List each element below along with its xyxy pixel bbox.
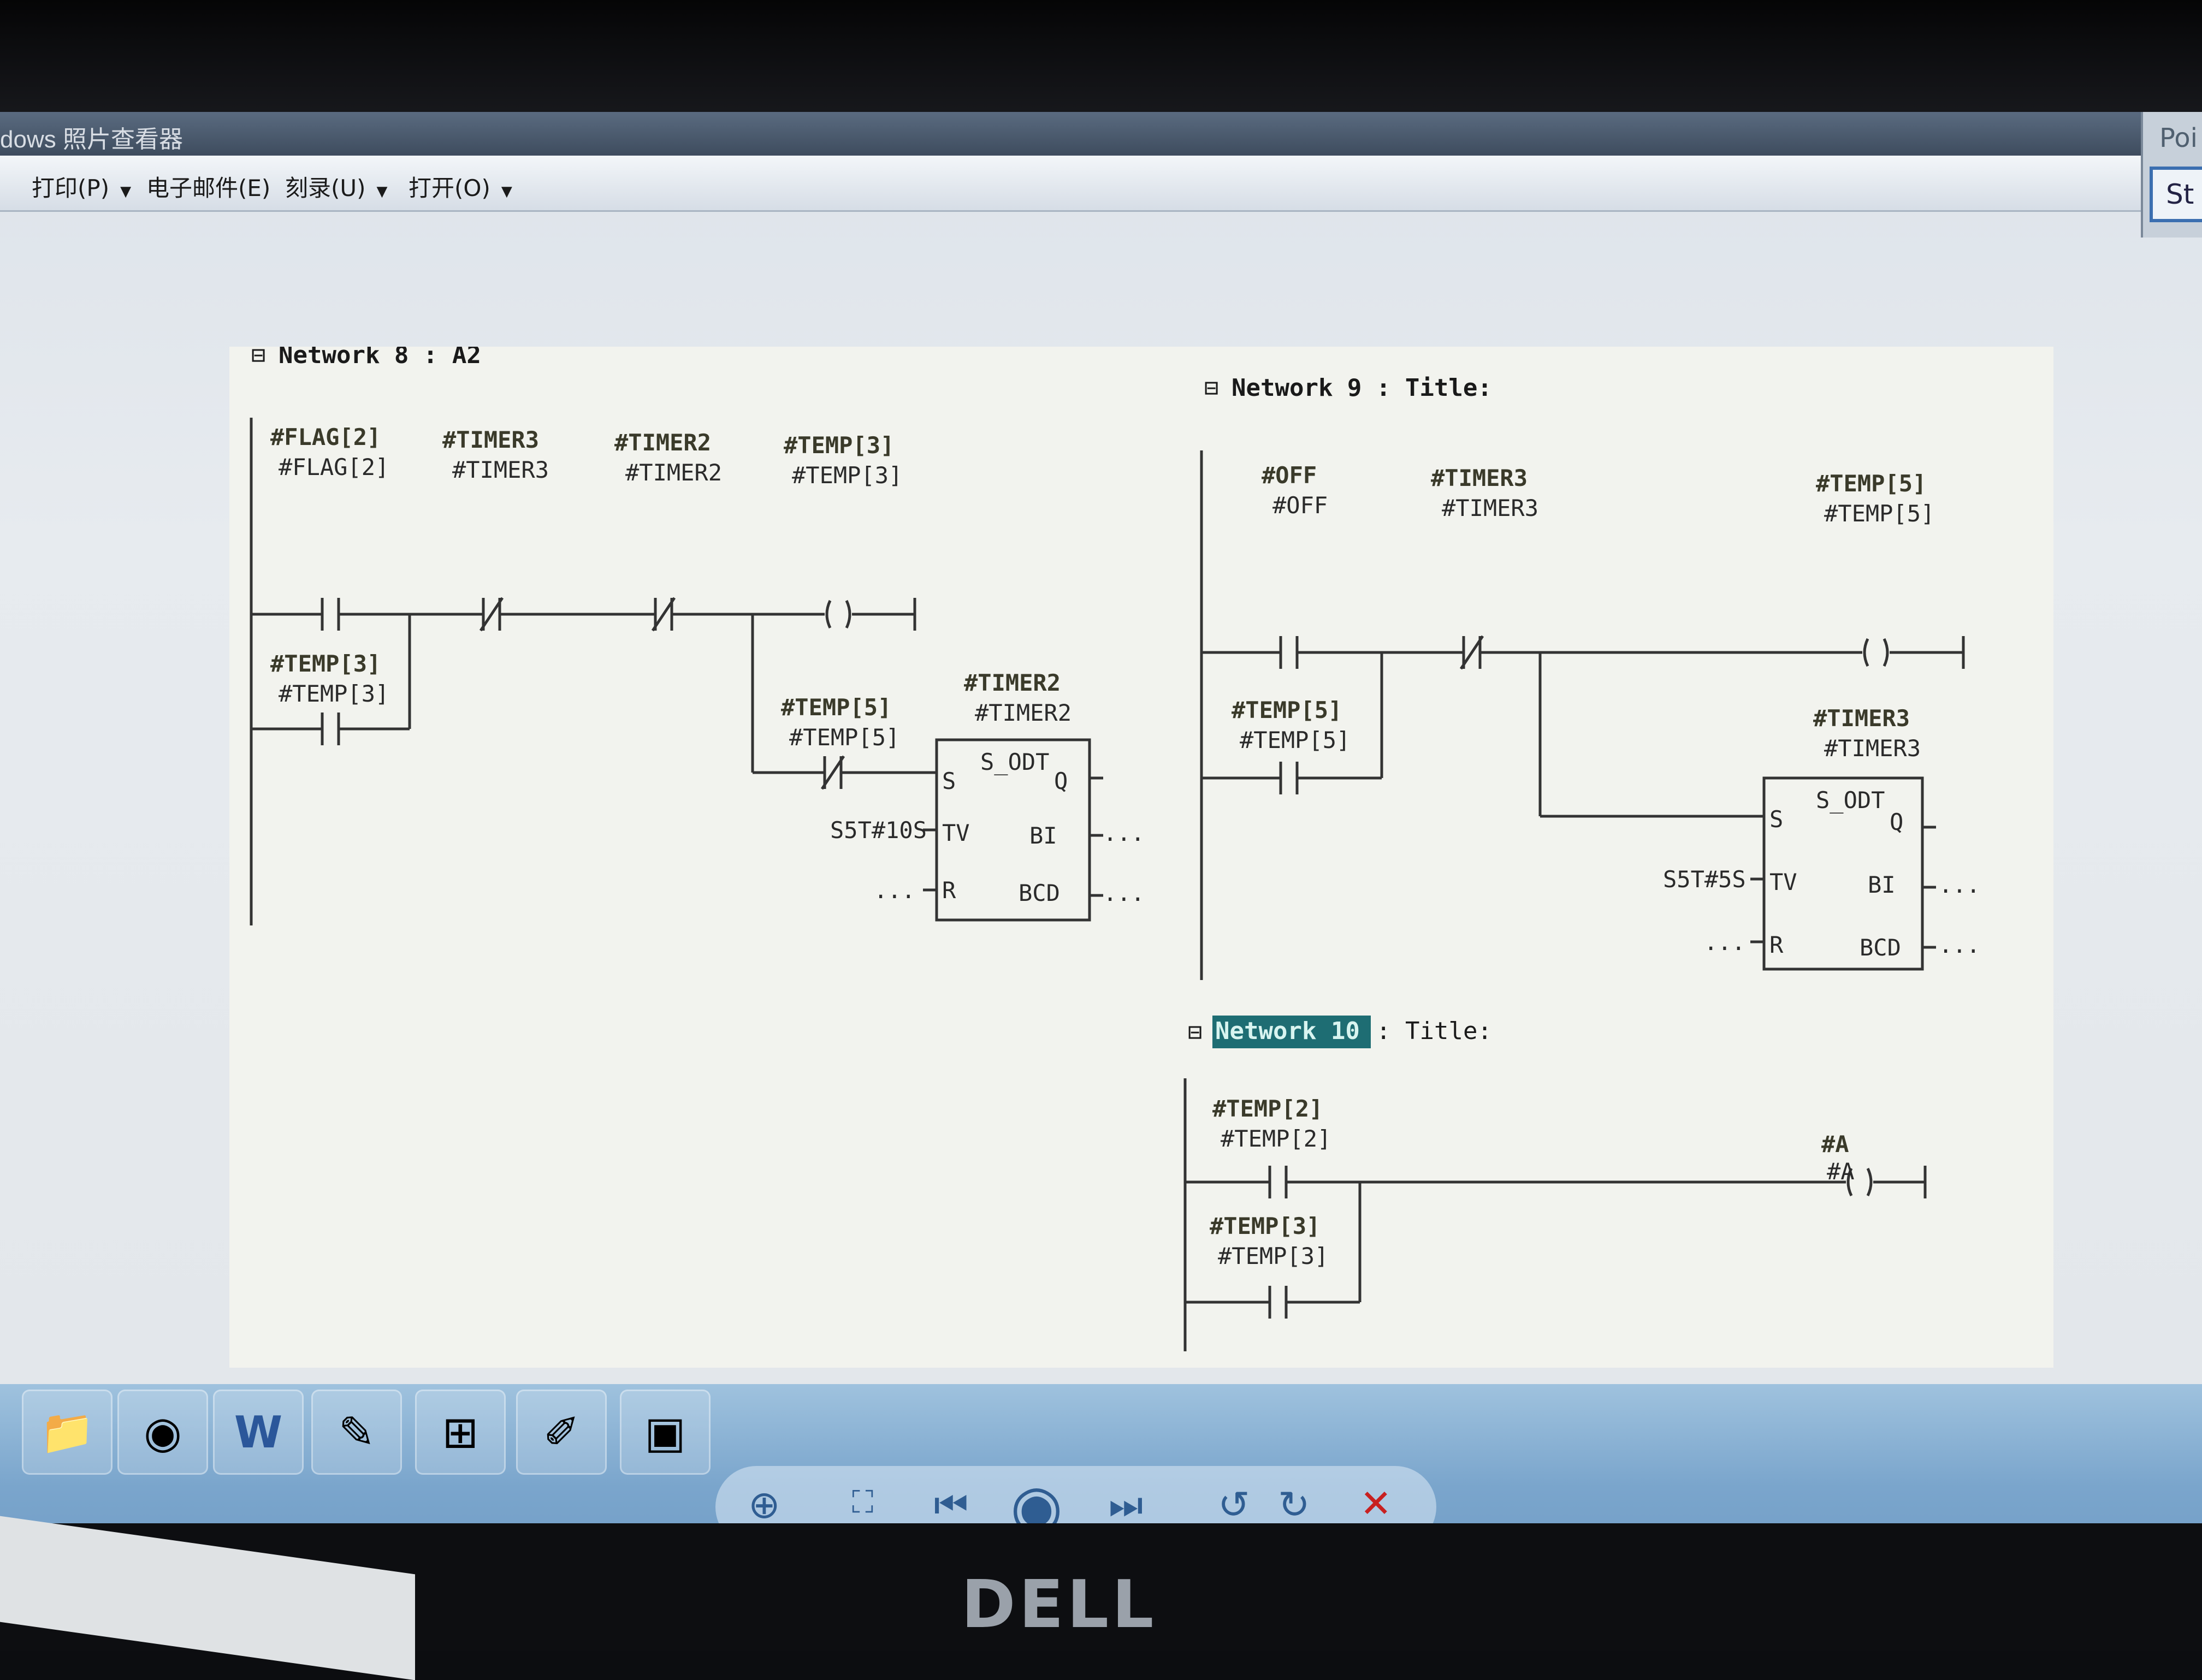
slideshow-icon[interactable]: ◉ xyxy=(1010,1471,1063,1531)
window-title: dows 照片查看器 xyxy=(0,126,183,153)
ladder-diagram-image: ⊟ Network 8 : A2 ⊟ Network 9 : Title: ⊟ … xyxy=(229,341,2053,1368)
rotate-left-icon[interactable]: ↺ xyxy=(1218,1482,1250,1527)
n8-bcd-dots: ... xyxy=(1103,880,1145,906)
menu-burn-label: 刻录(U) xyxy=(285,175,366,201)
chevron-down-icon: ▼ xyxy=(501,183,512,200)
n9-r-dots: ... xyxy=(1704,929,1745,955)
n9-pin-q: Q xyxy=(1890,809,1903,835)
n9-coil-label: #TEMP[5] xyxy=(1816,470,1926,497)
folder-icon[interactable]: 📁 xyxy=(22,1390,113,1475)
n9-contact1-label: #OFF xyxy=(1262,462,1317,489)
n9-timer-box-title: S_ODT xyxy=(1816,787,1885,814)
n10-parallel-label: #TEMP[3] xyxy=(1210,1213,1320,1239)
n8-coil-label: #TEMP[3] xyxy=(784,432,894,459)
n8-pin-bcd: BCD xyxy=(1019,880,1060,906)
n8-contact2-label: #TIMER3 xyxy=(442,426,539,453)
network-10-collapse-icon[interactable]: ⊟ xyxy=(1188,1018,1203,1046)
n8-contact2-symbol: #TIMER3 xyxy=(452,456,549,483)
network-9-header: Network 9 : Title: xyxy=(1232,374,1492,402)
n10-coil-symbol: #A xyxy=(1827,1158,1855,1185)
n8-parallel-label: #TEMP[3] xyxy=(270,650,381,677)
rotate-right-icon[interactable]: ↻ xyxy=(1278,1482,1310,1527)
n9-timer-label: #TIMER3 xyxy=(1813,705,1910,732)
dell-logo: DELL xyxy=(961,1567,1157,1643)
next-icon[interactable]: ⏭ xyxy=(1109,1482,1143,1527)
n8-timer-box-title: S_ODT xyxy=(980,749,1049,775)
n9-pin-tv: TV xyxy=(1769,869,1797,895)
n8-contact3-label: #TIMER2 xyxy=(614,429,711,456)
ladder-diagram: ⊟ Network 8 : A2 ⊟ Network 9 : Title: ⊟ … xyxy=(250,341,1980,1351)
network-10-header-rest: : Title: xyxy=(1376,1017,1492,1045)
n8-r-dots: ... xyxy=(874,877,915,904)
n8-coil-symbol: #TEMP[3] xyxy=(792,462,902,489)
menu-print[interactable]: 打印(P) ▼ xyxy=(32,170,131,203)
n9-tv-value: S5T#5S xyxy=(1663,866,1746,893)
n8-parallel-symbol: #TEMP[3] xyxy=(279,680,389,707)
menu-email[interactable]: 电子邮件(E) xyxy=(146,170,270,203)
n10-coil-label: #A xyxy=(1821,1131,1849,1157)
n8-nc-contact-symbol: #TEMP[5] xyxy=(789,724,899,751)
n8-pin-s: S xyxy=(942,768,956,794)
n10-contact1-symbol: #TEMP[2] xyxy=(1221,1125,1331,1152)
viewer-controls: ⊕ ⛶ ⏮ ◉ ⏭ ↺ ↻ ✕ xyxy=(715,1466,1436,1531)
menu-print-label: 打印(P) xyxy=(32,175,110,201)
paint-icon[interactable]: ✐ xyxy=(516,1390,607,1475)
menu-burn[interactable]: 刻录(U) ▼ xyxy=(285,170,388,203)
delete-icon[interactable]: ✕ xyxy=(1360,1481,1392,1526)
network-9-collapse-icon[interactable]: ⊟ xyxy=(1204,374,1219,402)
network-8-header: Network 8 : A2 xyxy=(279,347,481,369)
n8-contact3-symbol: #TIMER2 xyxy=(625,459,722,486)
menu-email-label: 电子邮件(E) xyxy=(146,175,271,201)
menu-bar: 打印(P) ▼ 电子邮件(E) 刻录(U) ▼ 打开(O) ▼ xyxy=(0,156,2141,212)
network-10-header-highlight xyxy=(1212,1016,1371,1048)
zoom-icon[interactable]: ⊕ xyxy=(748,1482,780,1527)
screen: dows 照片查看器 Poi St 打印(P) ▼ 电子邮件(E) 刻录(U) ▼ … xyxy=(0,112,2202,1531)
background-window-button[interactable]: St xyxy=(2150,167,2202,222)
n9-parallel-label: #TEMP[5] xyxy=(1232,697,1342,723)
network-8-collapse-icon[interactable]: ⊟ xyxy=(251,341,266,369)
fit-to-window-icon[interactable]: ⛶ xyxy=(852,1485,874,1520)
chevron-down-icon: ▼ xyxy=(376,183,388,200)
n9-contact1-symbol: #OFF xyxy=(1272,492,1328,519)
menu-open-label: 打开(O) xyxy=(409,175,490,201)
chevron-down-icon: ▼ xyxy=(120,183,132,200)
n9-coil-symbol: #TEMP[5] xyxy=(1824,500,1934,527)
n8-tv-value: S5T#10S xyxy=(830,817,927,844)
n9-pin-r: R xyxy=(1769,931,1784,958)
n9-bi-dots: ... xyxy=(1939,871,1980,898)
menu-open[interactable]: 打开(O) ▼ xyxy=(409,170,512,203)
n8-nc-contact-label: #TEMP[5] xyxy=(781,694,891,721)
n10-parallel-symbol: #TEMP[3] xyxy=(1218,1243,1328,1269)
n8-pin-bi: BI xyxy=(1029,822,1057,849)
window-titlebar: dows 照片查看器 xyxy=(0,112,2141,156)
ladder-editor-icon[interactable]: ⊞ xyxy=(415,1390,506,1475)
n9-contact2-symbol: #TIMER3 xyxy=(1442,495,1538,521)
n8-contact1-label: #FLAG[2] xyxy=(270,424,381,450)
n8-pin-tv: TV xyxy=(942,820,970,846)
n8-pin-r: R xyxy=(942,877,956,904)
monitor-bezel-top xyxy=(0,0,2202,115)
n10-contact1-label: #TEMP[2] xyxy=(1212,1095,1323,1122)
n8-contact1-symbol: #FLAG[2] xyxy=(279,454,389,480)
n8-timer-label: #TIMER2 xyxy=(964,669,1061,696)
background-window-title: Poi xyxy=(2159,123,2198,153)
n9-timer-symbol: #TIMER3 xyxy=(1824,735,1921,762)
network-10-header-selected[interactable]: Network 10 xyxy=(1215,1017,1360,1045)
n8-timer-symbol: #TIMER2 xyxy=(975,699,1072,726)
n9-bcd-dots: ... xyxy=(1939,931,1980,958)
photo-viewer-icon[interactable]: ▣ xyxy=(620,1390,711,1475)
n9-contact2-label: #TIMER3 xyxy=(1431,465,1528,491)
tool-icon[interactable]: ✎ xyxy=(311,1390,402,1475)
chrome-icon[interactable]: ◉ xyxy=(117,1390,208,1475)
background-window[interactable]: Poi St xyxy=(2141,112,2202,238)
previous-icon[interactable]: ⏮ xyxy=(934,1482,968,1527)
word-icon[interactable]: W xyxy=(213,1390,304,1475)
n9-pin-bcd: BCD xyxy=(1860,934,1901,961)
n8-pin-q: Q xyxy=(1054,768,1068,794)
n9-parallel-symbol: #TEMP[5] xyxy=(1240,727,1350,753)
n8-bi-dots: ... xyxy=(1103,820,1145,846)
n9-pin-bi: BI xyxy=(1868,871,1896,898)
n9-pin-s: S xyxy=(1769,806,1783,833)
